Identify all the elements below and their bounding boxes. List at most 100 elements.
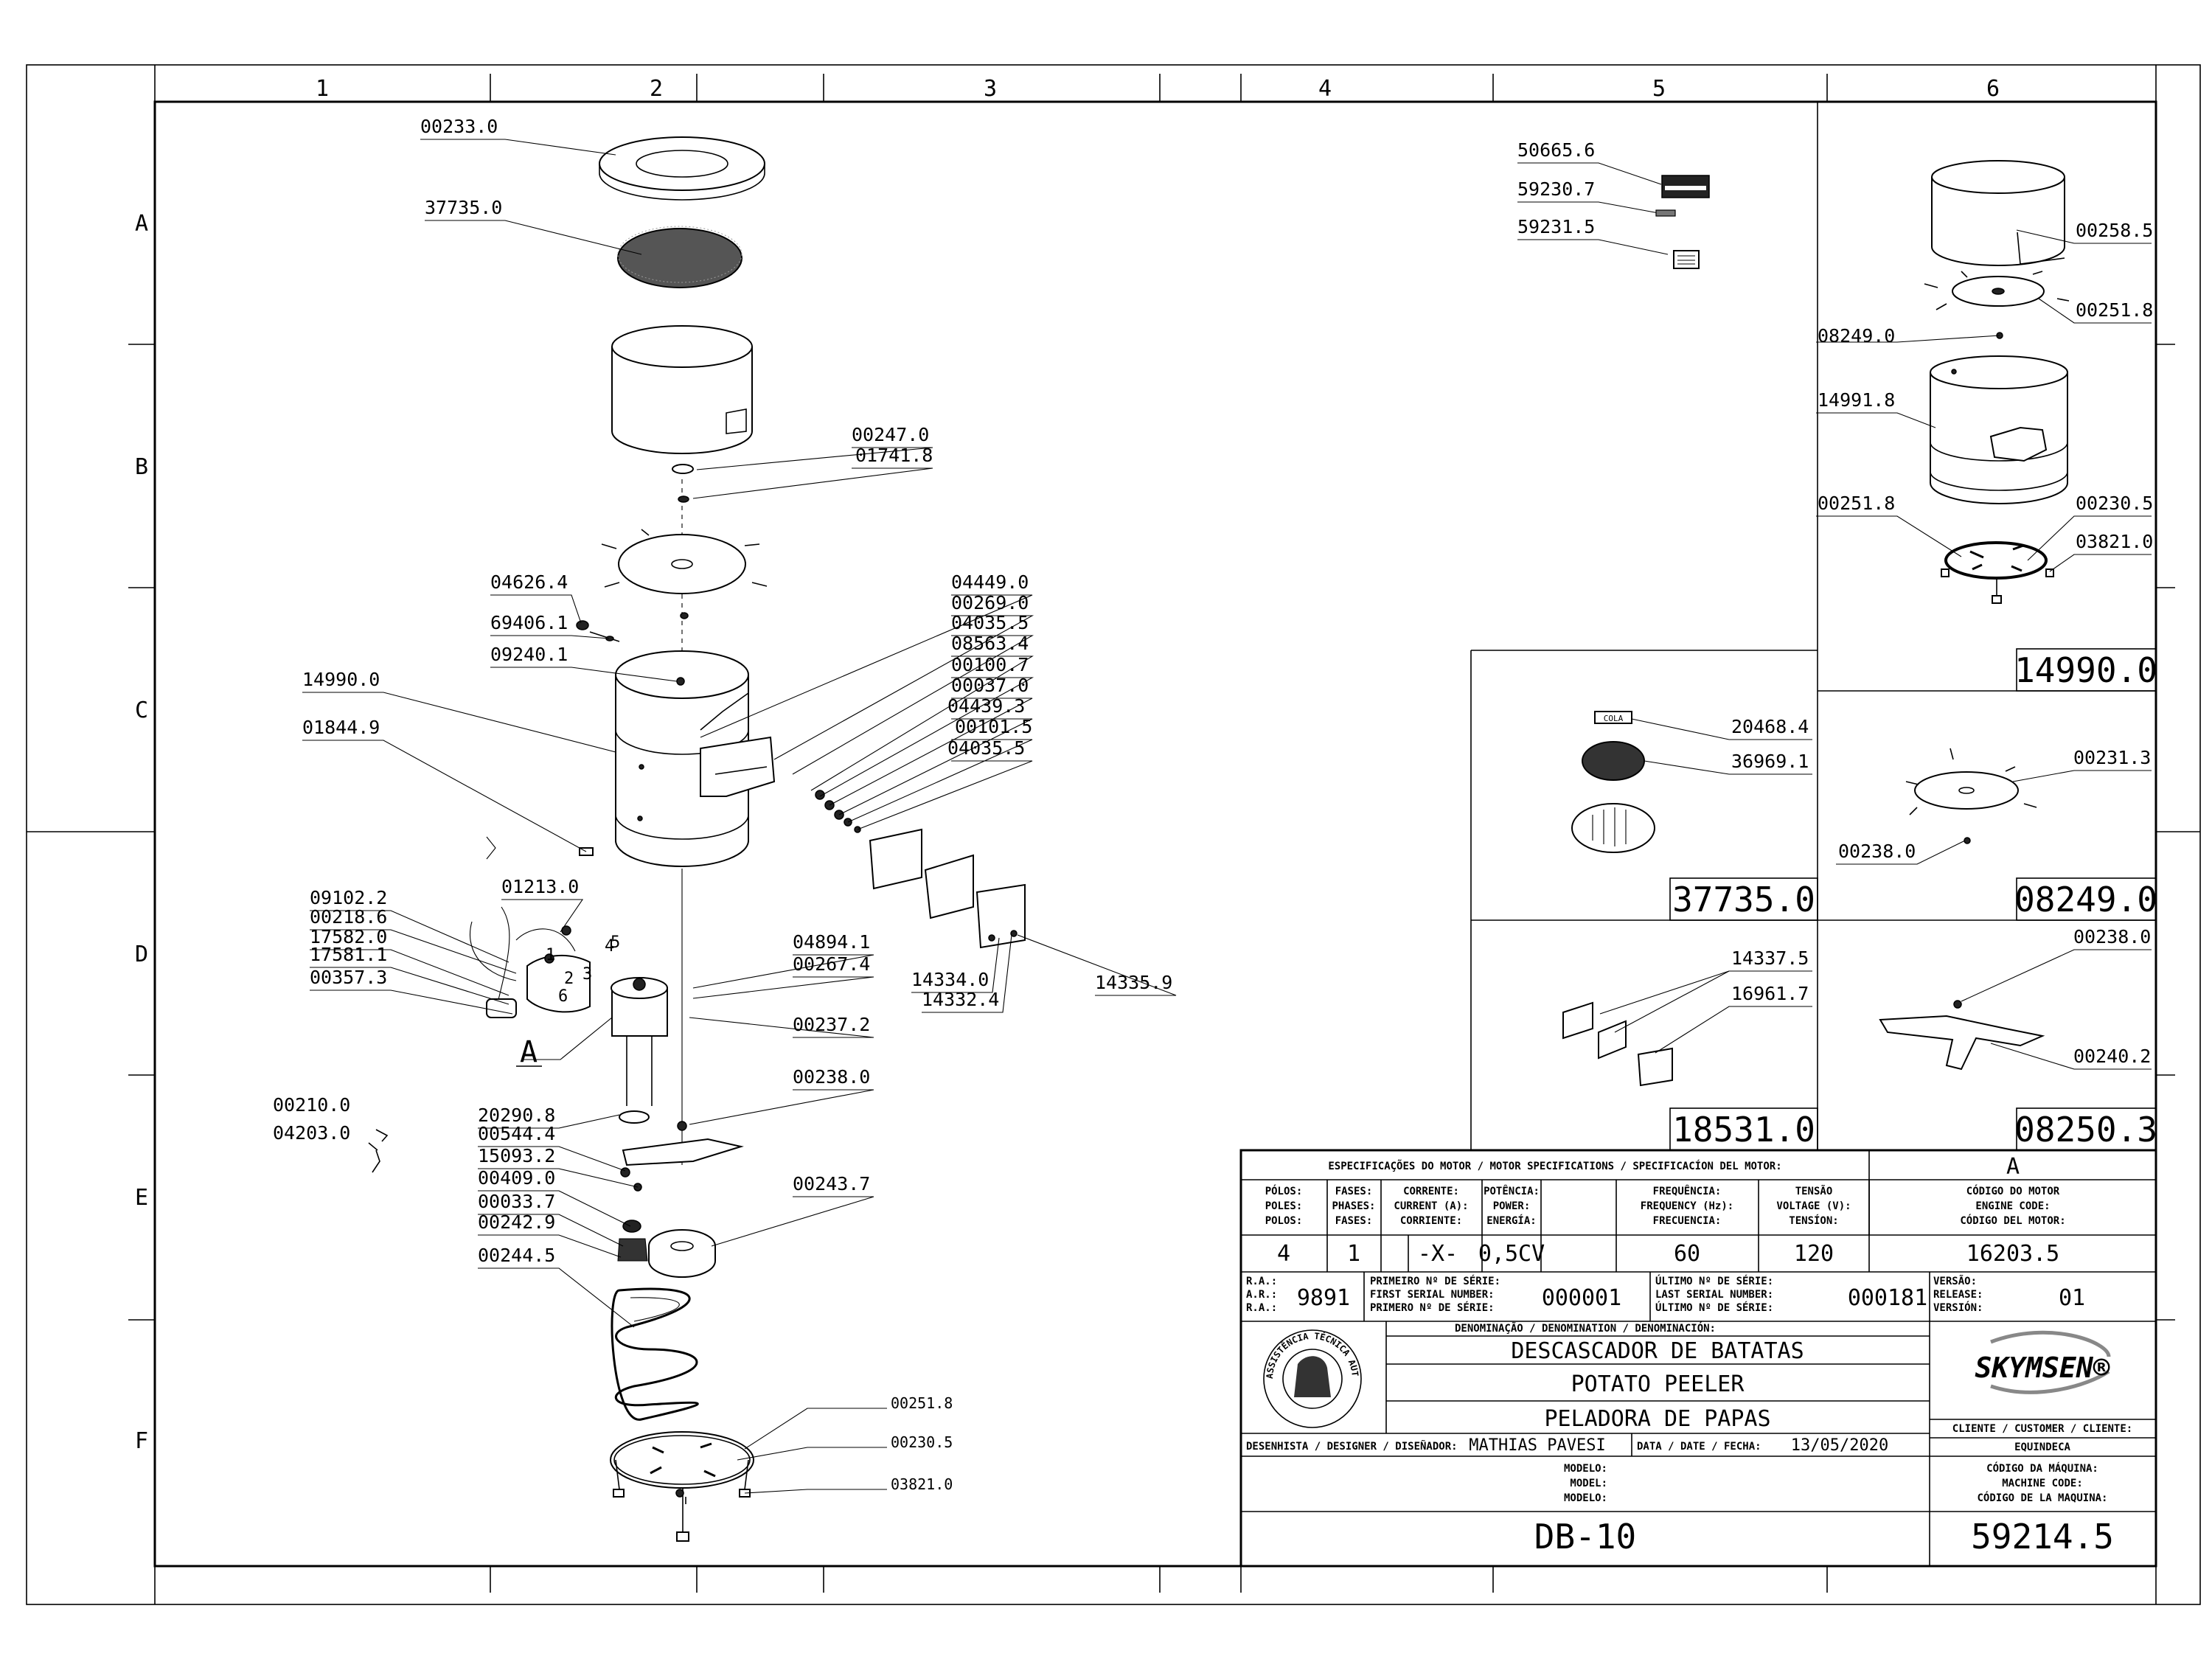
part-number-label: 00243.7	[793, 1173, 870, 1194]
part-number-label: 01741.8	[855, 445, 933, 466]
machine-name-es: PELADORA DE PAPAS	[1544, 1406, 1770, 1432]
part-number-label: 04626.4	[490, 571, 568, 593]
part-number-label: 04035.5	[947, 737, 1025, 759]
part-number-label: 59231.5	[1517, 216, 1595, 237]
inset-code: 08250.3	[2014, 1110, 2157, 1150]
part-number-label: 00258.5	[2076, 220, 2153, 241]
version-label: RELEASE:	[1933, 1289, 1983, 1301]
part-number-label: 50665.6	[1517, 139, 1595, 161]
model-label: MODEL:	[1570, 1478, 1607, 1489]
wiring-number: 3	[582, 965, 592, 984]
row-label: F	[135, 1428, 148, 1454]
part-number-label: 09102.2	[310, 887, 387, 908]
spec-header: ENERGÍA:	[1486, 1214, 1536, 1227]
first-serial-value: 000001	[1542, 1285, 1621, 1311]
last-serial-label: LAST SERIAL NUMBER:	[1655, 1289, 1773, 1301]
part-number-label: 00267.4	[793, 953, 870, 975]
spec-header: VOLTAGE (V):	[1776, 1200, 1851, 1212]
part-number-label: 16961.7	[1731, 983, 1809, 1004]
row-label: E	[135, 1185, 148, 1211]
inset-14990: 00258.5 00251.8 08249.0 14991.8 00251.8 …	[1816, 160, 2157, 692]
part-number-label: 03821.0	[2076, 531, 2153, 552]
date-value: 13/05/2020	[1791, 1436, 1888, 1455]
part-number-label: 08249.0	[1818, 325, 1895, 347]
spec-header: TENSÍON:	[1789, 1214, 1838, 1227]
drum-chute	[700, 736, 776, 797]
part-number-label: 00269.0	[951, 592, 1029, 613]
machine-code-value: 59214.5	[1971, 1517, 2114, 1557]
part-number-label: 37735.0	[425, 197, 502, 218]
part-number-label: 01844.9	[302, 717, 380, 738]
spec-header: CORRENTE:	[1403, 1186, 1459, 1197]
row-label: A	[135, 211, 148, 237]
spec-value: 1	[1347, 1241, 1360, 1267]
part-number-label: 15093.2	[478, 1145, 555, 1166]
inset-panels: 00258.5 00251.8 08249.0 14991.8 00251.8 …	[1470, 102, 2157, 1151]
client-value: EQUINDECA	[2014, 1441, 2070, 1453]
main-drum	[615, 675, 749, 867]
spec-header: PÓLOS:	[1265, 1184, 1303, 1197]
machine-name-en: POTATO PEELER	[1571, 1371, 1745, 1397]
part-number-label: 04449.0	[951, 571, 1029, 593]
first-serial-label: PRIMERO Nº DE SÉRIE:	[1370, 1301, 1495, 1314]
part-number-label: 01213.0	[501, 876, 579, 897]
part-number-label: 04035.5	[951, 612, 1029, 633]
spec-value: 4	[1277, 1241, 1290, 1267]
row-label: C	[135, 698, 148, 723]
spec-header: POLES:	[1265, 1200, 1303, 1212]
part-number-label: 00251.8	[891, 1394, 953, 1412]
part-number-label: 00100.7	[951, 654, 1029, 675]
last-serial-label: ÚLTIMO Nº DE SÉRIE:	[1655, 1301, 1773, 1314]
part-number-label: 69406.1	[490, 612, 568, 633]
pulley-assembly	[617, 1220, 716, 1278]
part-number-label: 00251.8	[2076, 299, 2153, 321]
version-value: 01	[2059, 1285, 2085, 1311]
part-number-label: 00251.8	[1818, 493, 1895, 514]
part-number-label: 04203.0	[273, 1122, 350, 1144]
wiring-number: 2	[564, 970, 574, 988]
spec-header: ENGINE CODE:	[1975, 1200, 2050, 1212]
machine-code-label: CÓDIGO DA MÁQUINA:	[1986, 1461, 2098, 1475]
spec-header: POTÊNCIA:	[1484, 1185, 1540, 1197]
spec-header: POWER:	[1493, 1200, 1531, 1212]
part-number-label: 17581.1	[310, 944, 387, 965]
part-number-label: 00238.0	[1838, 841, 1916, 862]
machine-name-pt: DESCASCADOR DE BATATAS	[1511, 1338, 1804, 1364]
part-number-label: 14337.5	[1731, 947, 1809, 969]
part-number-label: 00409.0	[478, 1167, 555, 1189]
column-label: 3	[984, 76, 997, 102]
part-number-label: 00238.0	[793, 1066, 870, 1088]
part-number-label: 00244.5	[478, 1245, 555, 1266]
part-callouts: 00233.0 37735.0 00247.0 01741.8 04626.4 …	[273, 116, 1177, 1494]
part-number-label: 20468.4	[1731, 716, 1809, 737]
base-ring	[610, 1431, 754, 1542]
wiring-number: 4	[605, 937, 614, 956]
spec-header: FASES:	[1335, 1186, 1373, 1197]
inset-code: 08249.0	[2014, 880, 2157, 919]
spec-header: FREQUENCY (Hz):	[1641, 1200, 1733, 1212]
last-serial-value: 000181	[1848, 1285, 1927, 1311]
part-number-label: 09240.1	[490, 644, 568, 665]
wiring-number: 5	[611, 933, 620, 952]
motor-spec-title: ESPECIFICAÇÕES DO MOTOR / MOTOR SPECIFIC…	[1328, 1159, 1781, 1172]
part-number-label: 00210.0	[273, 1094, 350, 1116]
part-number-label: 00231.3	[2073, 747, 2151, 768]
ra-label: A.R.:	[1246, 1289, 1277, 1301]
first-serial-label: PRIMEIRO Nº DE SÉRIE:	[1370, 1275, 1500, 1287]
spec-header: TENSÃO	[1795, 1185, 1833, 1197]
spec-header: CÓDIGO DEL MOTOR:	[1960, 1214, 2065, 1227]
model-label: MODELO:	[1564, 1492, 1607, 1504]
machine-code-label: CÓDIGO DE LA MAQUINA:	[1977, 1491, 2107, 1504]
column-label: 5	[1652, 76, 1666, 102]
part-number-label: 59230.7	[1517, 178, 1595, 200]
part-number-label: 14334.0	[911, 969, 989, 990]
spec-header: FREQUÊNCIA:	[1653, 1185, 1722, 1197]
cola-label: COLA	[1604, 714, 1624, 723]
spinner-plate	[618, 534, 746, 594]
column-label: 4	[1318, 76, 1332, 102]
row-label: B	[135, 454, 148, 480]
spec-header: FASES:	[1335, 1215, 1373, 1227]
part-number-label: 00230.5	[891, 1433, 953, 1451]
part-number-label: 00237.2	[793, 1014, 870, 1035]
